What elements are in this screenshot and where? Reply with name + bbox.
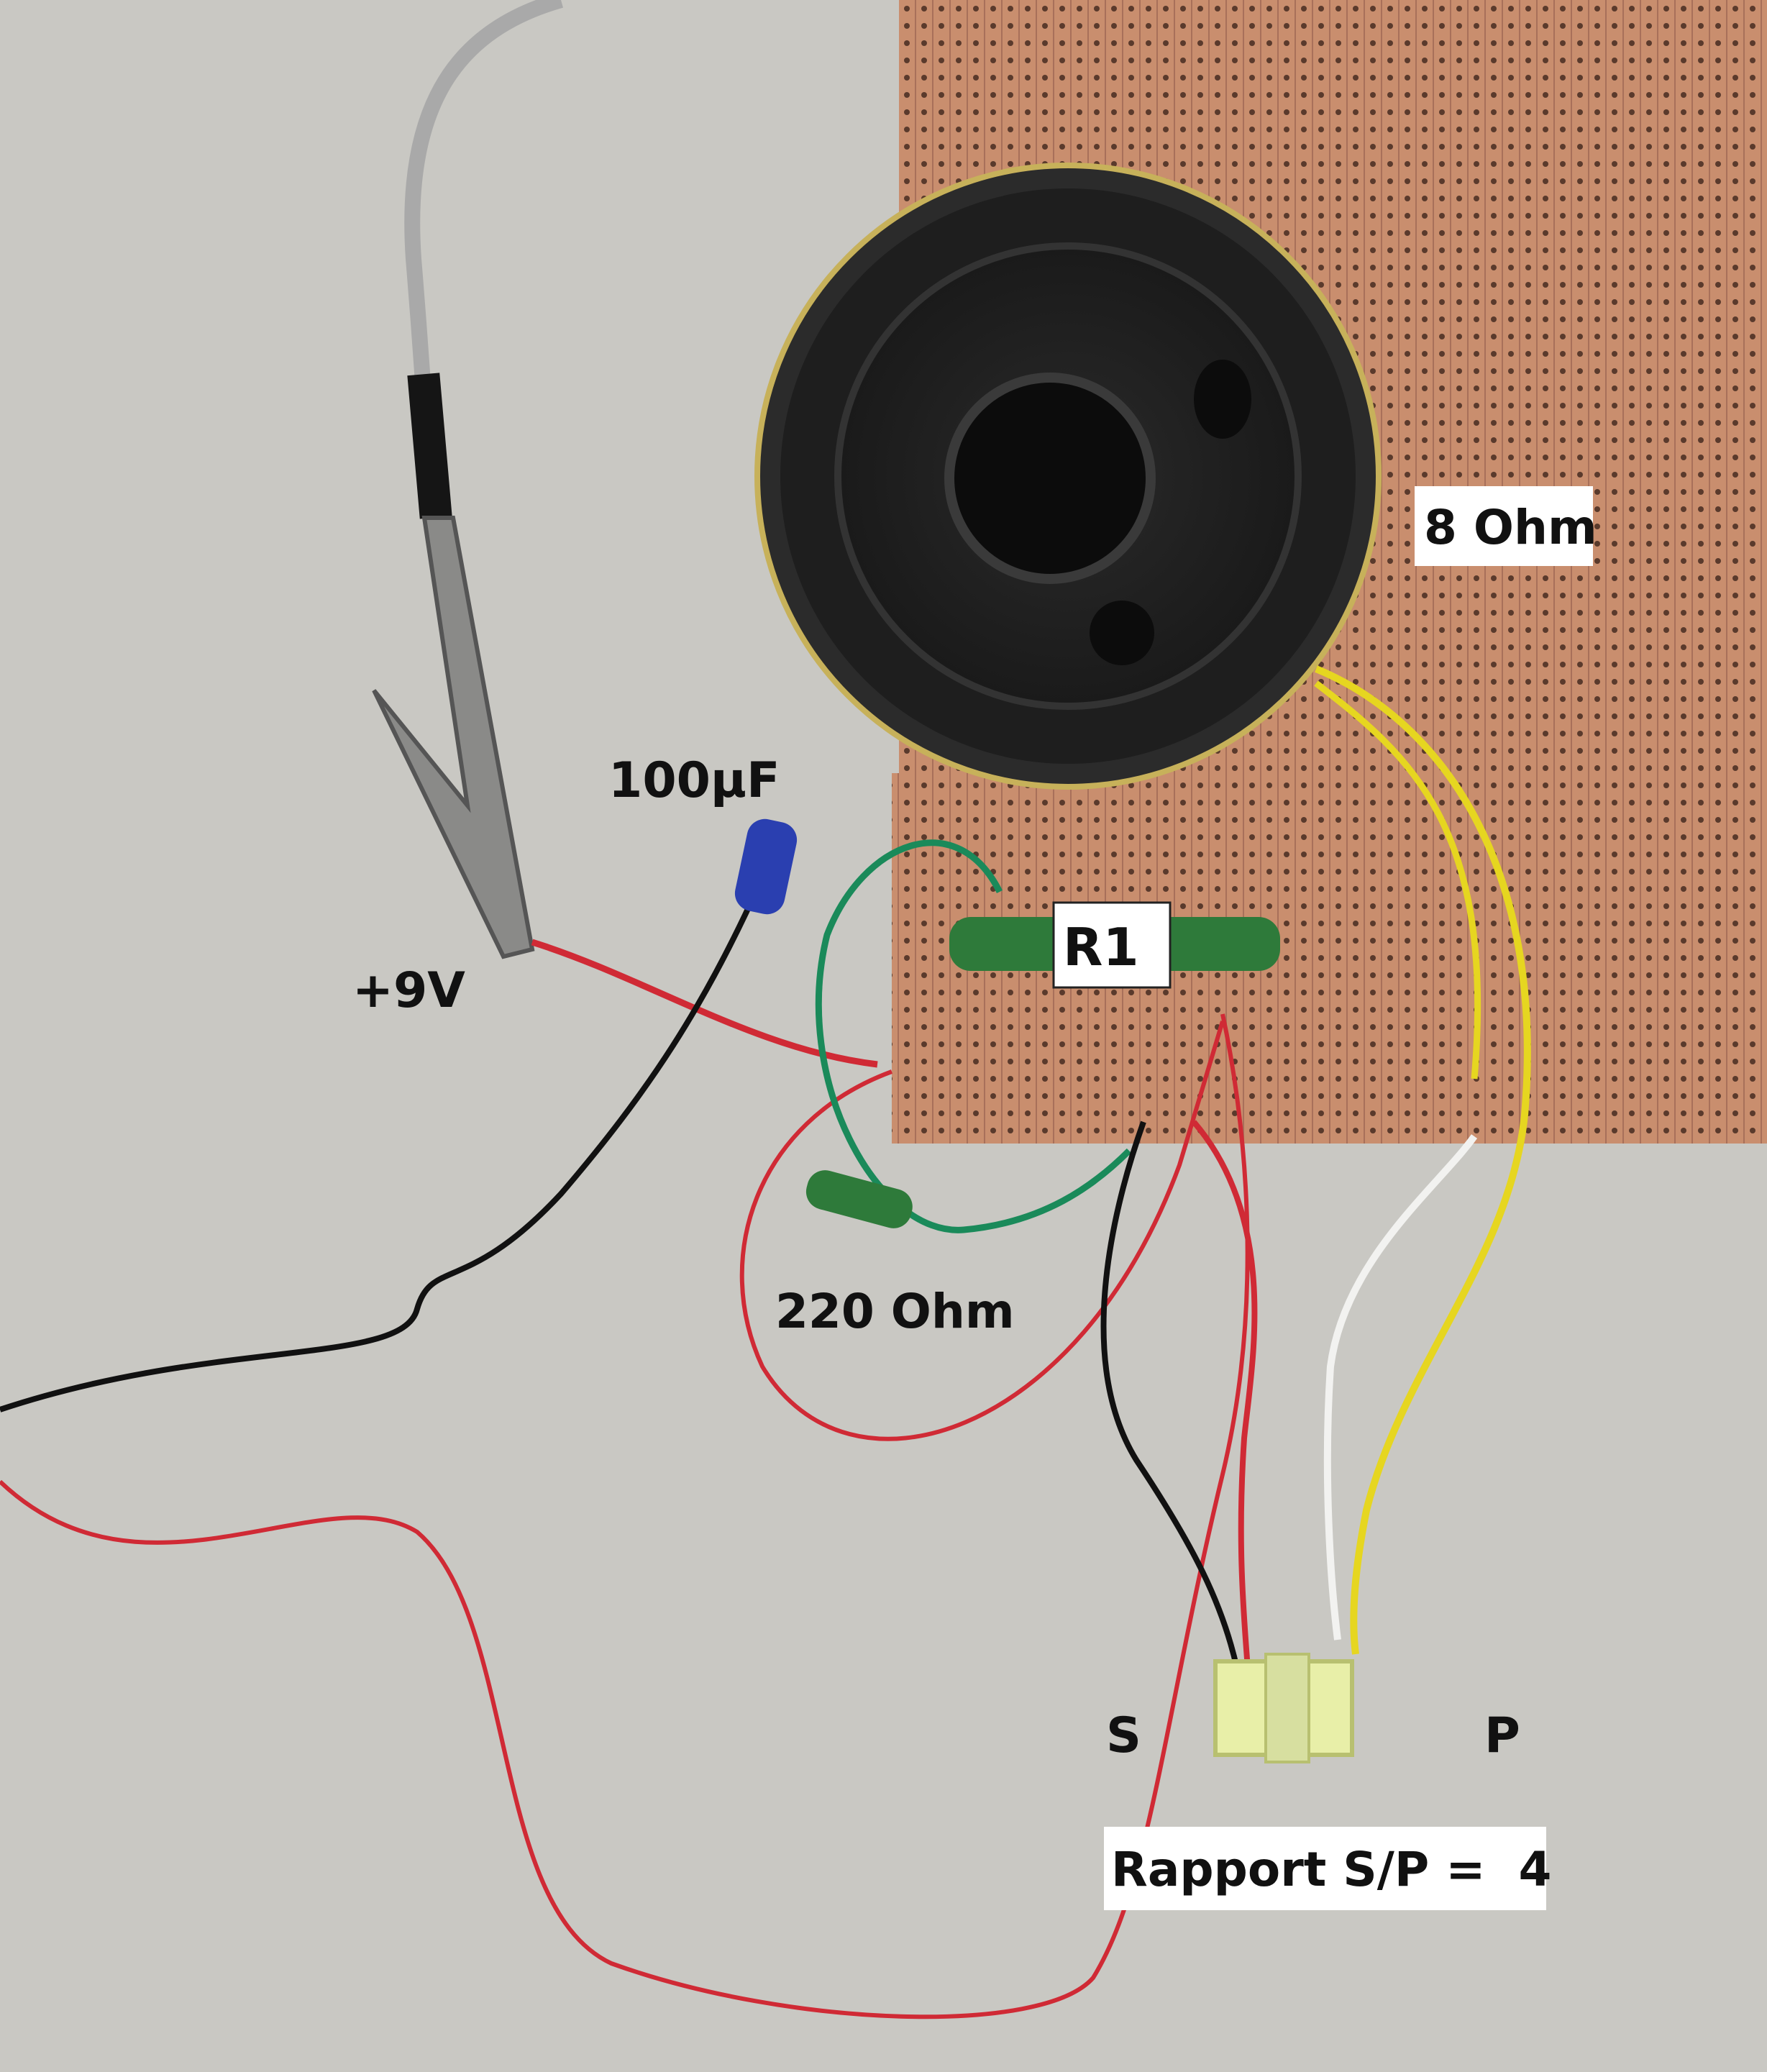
capacitor bbox=[734, 818, 798, 915]
black-wire-transformer bbox=[1100, 1121, 1240, 1669]
ratio-label-box bbox=[1104, 1827, 1546, 1910]
heat-shrink bbox=[407, 373, 452, 519]
green-wire bbox=[815, 839, 1132, 1233]
speaker-label: 8 Ohm bbox=[1424, 500, 1597, 555]
supply-label: +9V bbox=[352, 962, 465, 1019]
yellow-wire bbox=[1315, 665, 1531, 1655]
primary-label: P bbox=[1484, 1707, 1520, 1764]
yellow-wire-2 bbox=[1314, 680, 1481, 1080]
resistor-220-label: 220 Ohm bbox=[775, 1284, 1015, 1339]
red-wire-long bbox=[0, 1013, 1250, 2019]
speaker-label-box bbox=[1415, 486, 1593, 566]
red-wire-transformer bbox=[1191, 1120, 1258, 1669]
r1-label: R1 bbox=[1063, 917, 1139, 977]
r1-label-box bbox=[1052, 901, 1172, 989]
capacitor-label: 100µF bbox=[608, 752, 780, 809]
alligator-clip bbox=[372, 516, 535, 959]
220-ohm-resistor bbox=[805, 1170, 913, 1228]
white-wire bbox=[1323, 1134, 1478, 1640]
speaker bbox=[754, 163, 1382, 790]
black-wire bbox=[0, 876, 765, 1412]
red-wire-supply bbox=[531, 939, 878, 1068]
ratio-label: Rapport S/P = 4 bbox=[1111, 1842, 1551, 1897]
red-wire-loop bbox=[739, 1021, 1225, 1441]
transformer bbox=[1213, 1653, 1354, 1763]
secondary-label: S bbox=[1106, 1707, 1141, 1764]
